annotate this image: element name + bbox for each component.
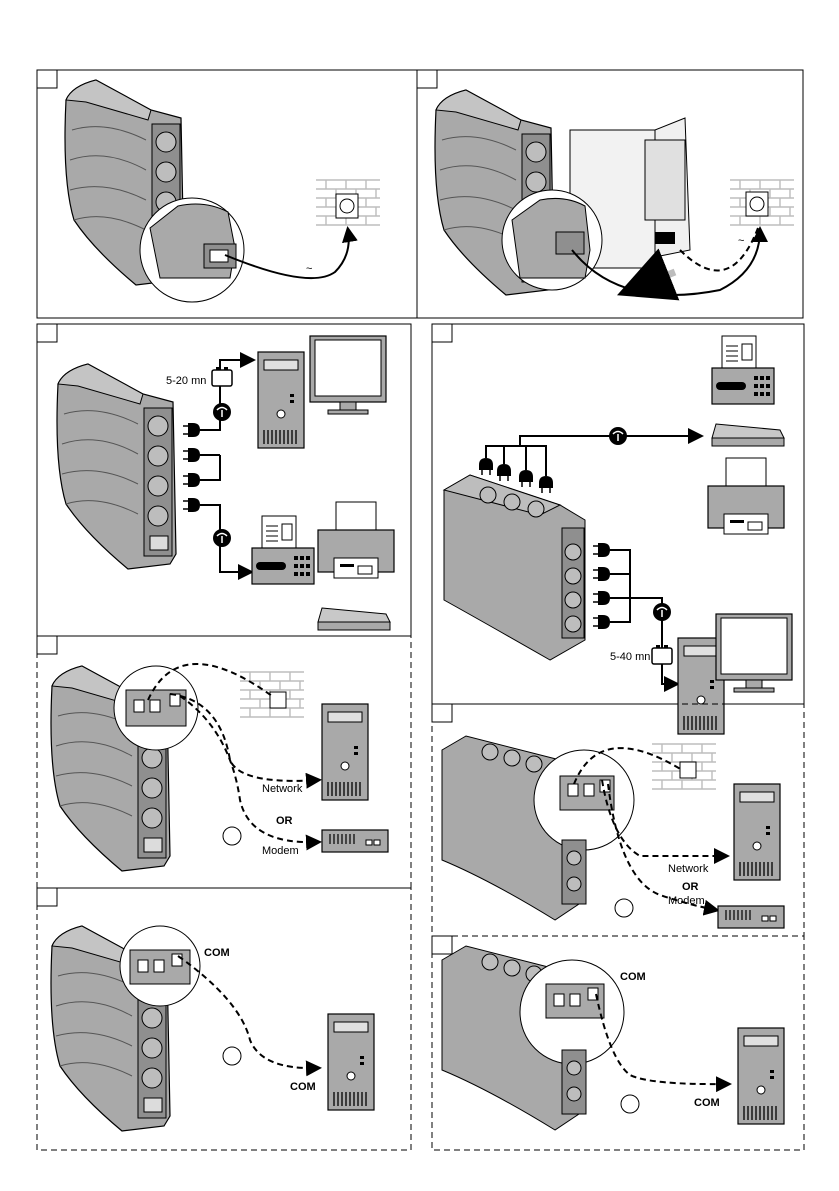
network-label: Network — [668, 863, 709, 875]
panel-5: Network OR Modem — [37, 636, 411, 888]
plug-icon — [183, 448, 200, 462]
modem-icon — [718, 906, 784, 928]
surge-protect-icon — [213, 403, 231, 421]
network-label: Network — [262, 783, 303, 795]
plug-icon — [183, 498, 200, 512]
com-pc-label: COM — [694, 1097, 720, 1109]
time-label-long: 5-40 mn — [610, 651, 650, 663]
plug-icon — [539, 476, 553, 493]
pc-tower-icon — [328, 1014, 374, 1110]
panel-2: ~ — [417, 70, 803, 318]
com-port-label: COM — [204, 947, 230, 959]
ups-tower-icon — [57, 364, 176, 569]
pc-tower-icon — [322, 704, 368, 800]
plug-icon — [593, 591, 610, 605]
surge-protect-icon — [653, 603, 671, 621]
panel-6: Network OR Modem — [432, 704, 804, 936]
monitor-icon — [310, 336, 386, 414]
fax-icon — [252, 516, 314, 584]
pc-tower-icon — [734, 784, 780, 880]
plug-icon — [183, 473, 200, 487]
panel-7: COM COM — [37, 888, 411, 1150]
fax-icon — [712, 336, 774, 404]
surge-protect-icon — [609, 427, 627, 445]
printer-icon — [708, 458, 784, 534]
panel-8: COM COM — [432, 936, 804, 1150]
pc-tower-icon — [258, 352, 304, 448]
battery-icon — [212, 367, 232, 386]
plug-icon — [479, 458, 493, 475]
plug-icon — [183, 423, 200, 437]
panel-3: 5-20 mn — [37, 324, 411, 636]
scanner-icon — [712, 424, 784, 446]
panel-1: ~ — [37, 70, 417, 318]
svg-text:~: ~ — [306, 263, 312, 275]
network-socket-icon — [270, 692, 286, 708]
plug-icon — [593, 567, 610, 581]
com-pc-label: COM — [290, 1081, 316, 1093]
modem-icon — [322, 830, 388, 852]
svg-text:~: ~ — [738, 235, 744, 247]
modem-label: Modem — [668, 895, 705, 907]
battery-icon — [652, 645, 672, 664]
plug-icon — [593, 543, 610, 557]
plug-icon — [497, 464, 511, 481]
scanner-icon — [318, 608, 390, 630]
printer-icon — [318, 502, 394, 578]
time-label-short: 5-20 mn — [166, 375, 206, 387]
network-socket-icon — [680, 762, 696, 778]
plug-icon — [519, 470, 533, 487]
modem-label: Modem — [262, 845, 299, 857]
com-port-label: COM — [620, 971, 646, 983]
or-label: OR — [276, 815, 293, 827]
panel-4: 5-40 mn — [432, 324, 804, 734]
monitor-icon — [716, 614, 792, 692]
pc-tower-icon — [738, 1028, 784, 1124]
surge-protect-icon — [213, 529, 231, 547]
plug-icon — [593, 615, 610, 629]
or-label: OR — [682, 881, 699, 893]
